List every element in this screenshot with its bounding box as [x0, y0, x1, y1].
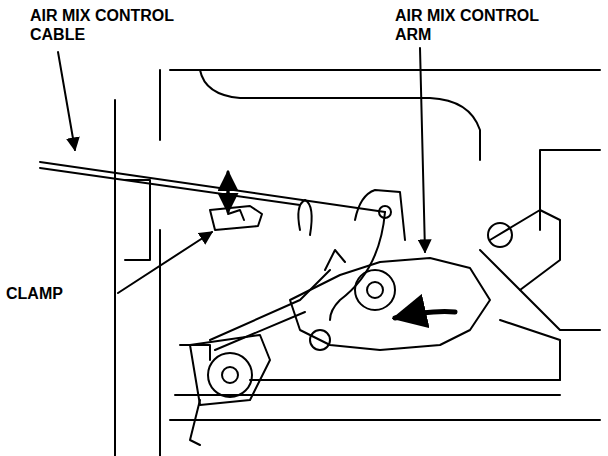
- clamp: [210, 172, 262, 230]
- heater-housing: [115, 70, 600, 456]
- part-label: AIR MIX CONTROL ARM: [393, 6, 565, 44]
- leader-lines: [58, 48, 425, 293]
- linkage: [180, 270, 560, 445]
- part-label: AIR MIX CONTROL CABLE: [28, 6, 200, 44]
- part-label: CLAMP: [4, 284, 65, 303]
- air-mix-cable: [40, 162, 391, 320]
